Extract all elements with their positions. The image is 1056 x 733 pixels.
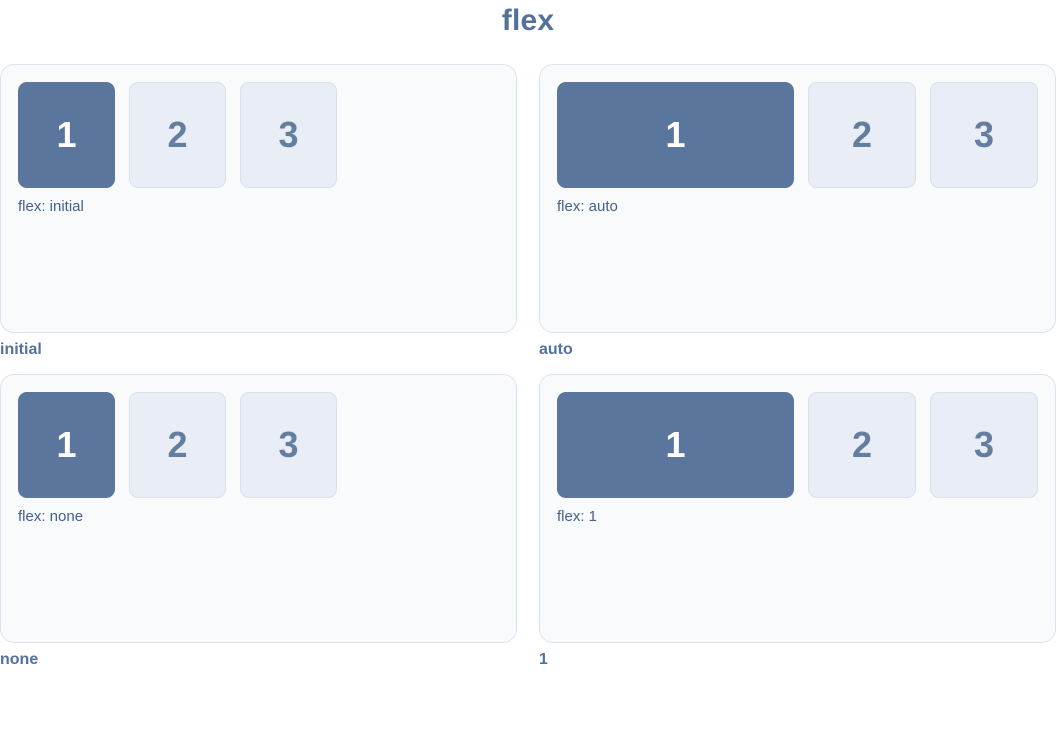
flex-boxes-row: 1 2 3 (557, 82, 1038, 188)
flex-box-3: 3 (240, 392, 337, 498)
flex-value-label: flex: none (18, 508, 84, 525)
flex-value-label: flex: initial (18, 198, 84, 215)
flex-value-label: flex: auto (557, 198, 618, 215)
demo-figure-none: 1 2 3 flex: none none (0, 374, 517, 668)
demo-figure-auto: 1 2 3 flex: auto auto (539, 64, 1056, 358)
demo-panel-auto: 1 2 3 flex: auto (539, 64, 1056, 333)
panel-caption-initial: initial (0, 341, 42, 358)
flex-box-2: 2 (808, 82, 916, 188)
page-title: flex (501, 4, 555, 37)
panel-caption-none: none (0, 651, 39, 668)
demo-figure-initial: 1 2 3 flex: initial initial (0, 64, 517, 358)
flex-box-3: 3 (240, 82, 337, 188)
flex-box-1: 1 (557, 82, 794, 188)
flex-box-2: 2 (129, 82, 226, 188)
demo-panel-initial: 1 2 3 flex: initial (0, 64, 517, 333)
flex-box-1: 1 (18, 82, 115, 188)
demo-grid: 1 2 3 flex: initial initial 1 2 3 flex: … (0, 64, 1056, 668)
panel-caption-1: 1 (539, 651, 548, 668)
flex-box-2: 2 (129, 392, 226, 498)
demo-panel-1: 1 2 3 flex: 1 (539, 374, 1056, 643)
demo-figure-1: 1 2 3 flex: 1 1 (539, 374, 1056, 668)
flex-box-1: 1 (557, 392, 794, 498)
flex-value-label: flex: 1 (557, 508, 598, 525)
flex-boxes-row: 1 2 3 (557, 392, 1038, 498)
flex-boxes-row: 1 2 3 (18, 392, 499, 498)
flex-box-3: 3 (930, 392, 1038, 498)
flex-boxes-row: 1 2 3 (18, 82, 499, 188)
panel-caption-auto: auto (539, 341, 573, 358)
flex-box-1: 1 (18, 392, 115, 498)
flex-box-3: 3 (930, 82, 1038, 188)
flex-box-2: 2 (808, 392, 916, 498)
demo-panel-none: 1 2 3 flex: none (0, 374, 517, 643)
